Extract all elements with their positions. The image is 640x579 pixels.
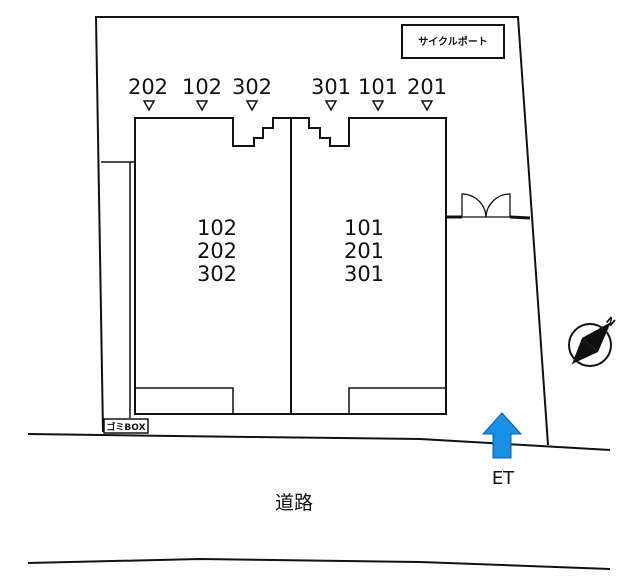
- garbage-box: [103, 418, 149, 434]
- cycle-port-label: サイクルポート: [418, 35, 488, 48]
- unit-label-201: 201: [344, 239, 384, 263]
- marker-label-101: 101: [358, 75, 398, 99]
- property-boundary: [94, 16, 549, 446]
- triangle-101: [371, 100, 385, 112]
- left-bay: [135, 387, 234, 414]
- marker-label-102: 102: [182, 75, 222, 99]
- compass-icon: [568, 321, 612, 367]
- building-right: [290, 117, 447, 415]
- unit-label-301: 301: [344, 262, 384, 286]
- entrance-arrow-icon: [481, 412, 523, 459]
- right-bay: [348, 387, 446, 414]
- triangle-202: [142, 100, 156, 112]
- road-label: 道路: [275, 492, 313, 514]
- entrance-label: ET: [492, 468, 515, 489]
- gate-wall-right: [509, 215, 531, 220]
- marker-label-301: 301: [311, 75, 351, 99]
- cycle-port-box: [401, 24, 505, 59]
- marker-triangles: [142, 100, 434, 112]
- marker-label-202: 202: [128, 75, 168, 99]
- road-edge-top: [27, 433, 611, 451]
- triangle-302: [245, 100, 259, 112]
- unit-label-202: 202: [197, 239, 237, 263]
- unit-label-302: 302: [197, 262, 237, 286]
- unit-label-101: 101: [344, 216, 384, 240]
- road-edge-bottom: [27, 557, 611, 570]
- unit-label-102: 102: [197, 216, 237, 240]
- gate-icon: [461, 193, 511, 218]
- triangle-301: [324, 100, 338, 112]
- triangle-201: [420, 100, 434, 112]
- triangle-102: [195, 100, 209, 112]
- marker-label-302: 302: [232, 75, 272, 99]
- marker-label-201: 201: [407, 75, 447, 99]
- garbage-box-label: ゴミBOX: [106, 421, 145, 433]
